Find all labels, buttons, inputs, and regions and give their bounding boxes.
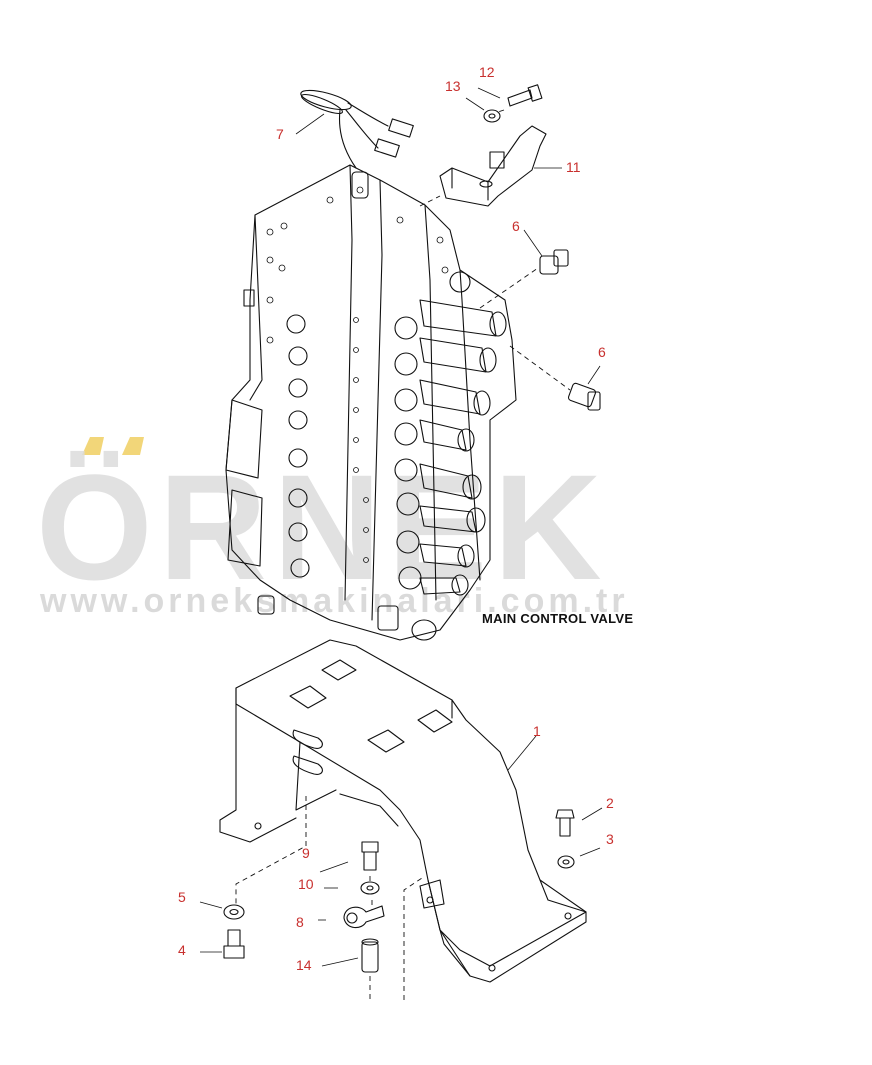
callout-1: 1 <box>533 723 541 739</box>
callout-7: 7 <box>276 126 284 142</box>
watermark-word: ÖRNEK <box>36 443 608 611</box>
callout-6-lower: 6 <box>598 344 606 360</box>
washer-10 <box>360 881 380 895</box>
washer-5 <box>223 904 245 920</box>
bolt-9 <box>361 841 379 871</box>
diagram-caption: MAIN CONTROL VALVE <box>482 611 634 626</box>
washer-3 <box>557 855 575 869</box>
wire-harness <box>300 89 414 169</box>
callout-8: 8 <box>296 914 304 930</box>
callout-11: 11 <box>566 159 581 175</box>
watermark-umlaut <box>82 437 144 455</box>
callout-5: 5 <box>178 889 186 905</box>
callout-3: 3 <box>606 831 614 847</box>
watermark-url: www.orneksmakinalari.com.tr <box>40 582 629 620</box>
bolt-4 <box>223 929 245 959</box>
mounting-bracket-1 <box>219 639 587 983</box>
bracket-11 <box>439 125 547 207</box>
callout-10: 10 <box>298 876 314 892</box>
callout-9: 9 <box>302 845 310 861</box>
fitting-6-upper <box>539 249 569 275</box>
callout-6-upper: 6 <box>512 218 520 234</box>
washer-13 <box>483 109 501 123</box>
callout-4: 4 <box>178 942 186 958</box>
callout-14: 14 <box>296 957 312 973</box>
callout-12: 12 <box>479 64 495 80</box>
main-control-valve <box>225 164 517 641</box>
bolt-12 <box>507 84 543 107</box>
bolt-2 <box>555 809 575 837</box>
clamp-8 <box>343 905 385 929</box>
callout-13: 13 <box>445 78 461 94</box>
spacer-14 <box>361 938 379 973</box>
fitting-6-lower <box>567 382 601 411</box>
callout-2: 2 <box>606 795 614 811</box>
